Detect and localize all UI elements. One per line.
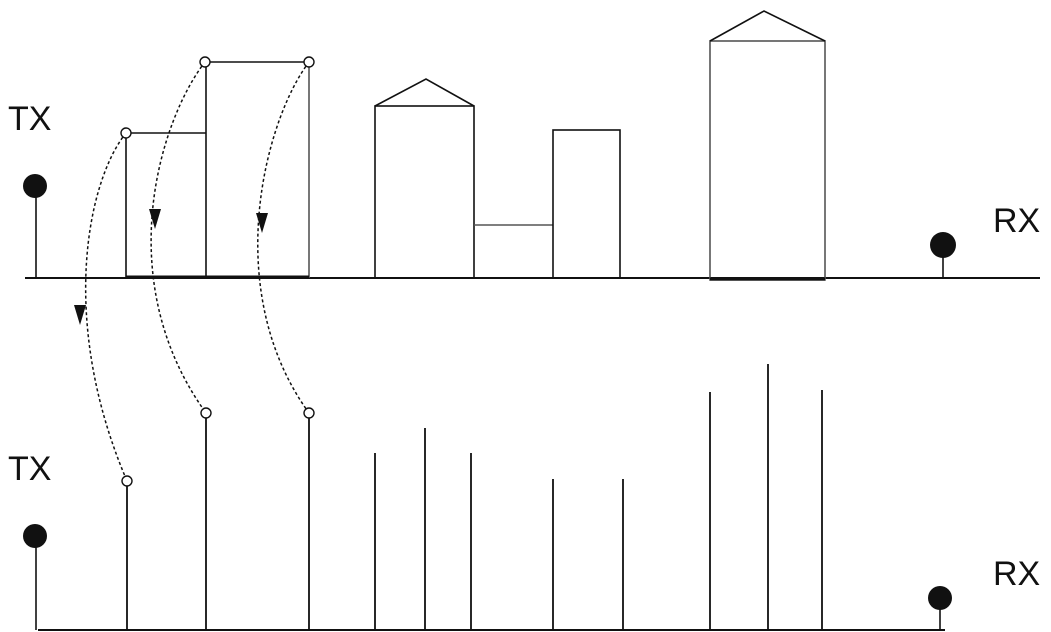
pin-node-1 (121, 475, 133, 487)
top-tx-antenna (23, 174, 47, 278)
bottom-tx-label: TX (8, 450, 51, 488)
top-rx-label: RX (993, 202, 1040, 240)
bottom-tx-antenna (23, 524, 47, 630)
top-panel: TX RX (8, 10, 1040, 281)
building-1-stepped (125, 61, 310, 279)
mapping-arrows (74, 56, 315, 482)
corner-node-1 (120, 127, 132, 139)
pin-node-3 (303, 407, 315, 419)
corner-node-3 (303, 56, 315, 68)
pin-group-3 (552, 479, 624, 630)
pin-group-1 (121, 407, 315, 630)
pin-group-4 (709, 364, 823, 630)
mapping-arrow-2 (150, 61, 207, 414)
mapping-arrow-1 (84, 132, 128, 482)
top-rx-antenna (930, 232, 956, 278)
bottom-panel: TX RX (8, 364, 1040, 631)
arrowhead-1 (74, 305, 86, 325)
top-tx-label: TX (8, 100, 51, 138)
pin-node-2 (200, 407, 212, 419)
pin-group-2 (374, 428, 472, 630)
arrowhead-2 (149, 209, 161, 229)
corner-node-2 (199, 56, 211, 68)
bottom-rx-label: RX (993, 555, 1040, 593)
building-4-flat (552, 129, 621, 279)
mapping-arrow-3 (257, 61, 310, 414)
building-2-gabled (374, 78, 475, 279)
building-5-tall-gabled (709, 10, 826, 281)
bottom-rx-antenna (928, 586, 952, 630)
arrowhead-3 (256, 213, 268, 233)
